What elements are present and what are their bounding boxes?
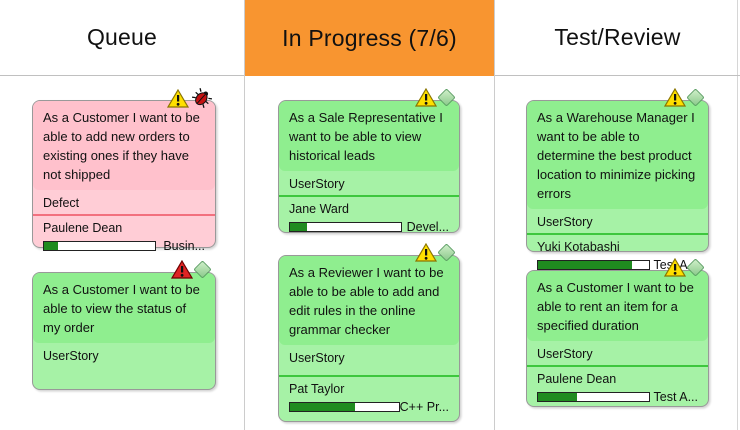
card-description: As a Warehouse Manager I want to be able… — [527, 101, 708, 209]
column-body: As a Sale Representative I want to be ab… — [245, 88, 494, 422]
card-status-icons — [664, 258, 705, 277]
card-status-icons — [415, 88, 456, 107]
card-type-label: Defect — [43, 196, 80, 210]
progress-row: Test A... — [537, 390, 698, 404]
card-description: As a Customer I want to be able to add n… — [33, 101, 215, 190]
progress-label: Test A... — [653, 390, 698, 404]
card-status-icons — [171, 260, 212, 279]
progress-fill — [538, 261, 633, 269]
column-in-progress: In Progress (7/6) As a Sale Representati… — [245, 0, 494, 430]
progress-label: Devel... — [406, 220, 449, 234]
warning-red-icon — [171, 260, 193, 279]
card-type-label: UserStory — [289, 177, 345, 191]
board-right-border — [737, 0, 738, 430]
column-header-in-progress: In Progress (7/6) — [245, 0, 494, 76]
tag-diamond-icon — [437, 243, 456, 262]
column-title: Queue — [86, 24, 158, 50]
column-test-review: Test/Review As a Warehouse Manager I wan… — [495, 0, 740, 430]
card-footer: Paulene Dean Busin... — [33, 214, 215, 260]
card-status-icons — [664, 88, 705, 107]
column-separator — [244, 0, 245, 430]
column-title: Test/Review — [554, 24, 681, 50]
warning-yellow-icon — [664, 88, 686, 107]
card-type-label: UserStory — [537, 347, 593, 361]
progress-row: Busin... — [43, 239, 205, 253]
card-grammar-rules[interactable]: As a Reviewer I want to be able to be ab… — [278, 243, 460, 422]
bug-icon — [192, 88, 212, 108]
card-description: As a Reviewer I want to be able to be ab… — [279, 256, 459, 345]
progress-fill — [290, 403, 356, 411]
warning-yellow-icon — [664, 258, 686, 277]
assignee-name: Yuki Kotabashi — [537, 240, 620, 254]
warning-yellow-icon — [167, 89, 189, 108]
column-title: In Progress (7/6) — [282, 24, 457, 51]
column-header-queue: Queue — [0, 0, 244, 76]
card-description: As a Customer I want to be able to rent … — [527, 271, 708, 341]
progress-bar — [289, 222, 402, 232]
progress-fill — [538, 393, 577, 401]
card-type-label: UserStory — [289, 351, 345, 365]
card-view-order-status[interactable]: As a Customer I want to be able to view … — [32, 260, 216, 390]
card-status-icons — [167, 88, 212, 108]
progress-label: Busin... — [163, 239, 205, 253]
tag-diamond-icon — [193, 260, 212, 279]
card-defect-add-orders[interactable]: As a Customer I want to be able to add n… — [32, 88, 216, 253]
assignee-name: Paulene Dean — [43, 221, 123, 235]
card-type-label: UserStory — [43, 349, 99, 363]
card-footer: Jane Ward Devel... — [279, 195, 459, 241]
card-footer: Paulene Dean Test A... — [527, 365, 708, 411]
card-type-label: UserStory — [537, 215, 593, 229]
card-rent-item[interactable]: As a Customer I want to be able to rent … — [526, 258, 709, 407]
card-historical-leads[interactable]: As a Sale Representative I want to be ab… — [278, 88, 460, 234]
progress-fill — [290, 223, 307, 231]
column-header-test-review: Test/Review — [495, 0, 740, 76]
column-queue: Queue — [0, 0, 244, 430]
column-body: As a Customer I want to be able to add n… — [0, 88, 244, 390]
progress-row: C++ Pr... — [289, 400, 449, 414]
column-separator — [494, 0, 495, 430]
progress-row: Devel... — [289, 220, 449, 234]
progress-label: C++ Pr... — [399, 400, 449, 414]
card-description: As a Customer I want to be able to view … — [33, 273, 215, 343]
tag-diamond-icon — [686, 258, 705, 277]
assignee-name: Paulene Dean — [537, 372, 617, 386]
column-body: As a Warehouse Manager I want to be able… — [495, 88, 740, 407]
card-product-location[interactable]: As a Warehouse Manager I want to be able… — [526, 88, 709, 272]
card-status-icons — [415, 243, 456, 262]
warning-yellow-icon — [415, 88, 437, 107]
assignee-name: Pat Taylor — [289, 382, 345, 396]
progress-bar — [43, 241, 156, 251]
progress-bar — [537, 392, 650, 402]
assignee-name: Jane Ward — [289, 202, 349, 216]
card-footer: Pat Taylor C++ Pr... — [279, 375, 459, 421]
progress-bar — [537, 260, 650, 270]
card-description: As a Sale Representative I want to be ab… — [279, 101, 459, 171]
tag-diamond-icon — [686, 88, 705, 107]
progress-bar — [289, 402, 400, 412]
progress-fill — [44, 242, 59, 250]
warning-yellow-icon — [415, 243, 437, 262]
tag-diamond-icon — [437, 88, 456, 107]
